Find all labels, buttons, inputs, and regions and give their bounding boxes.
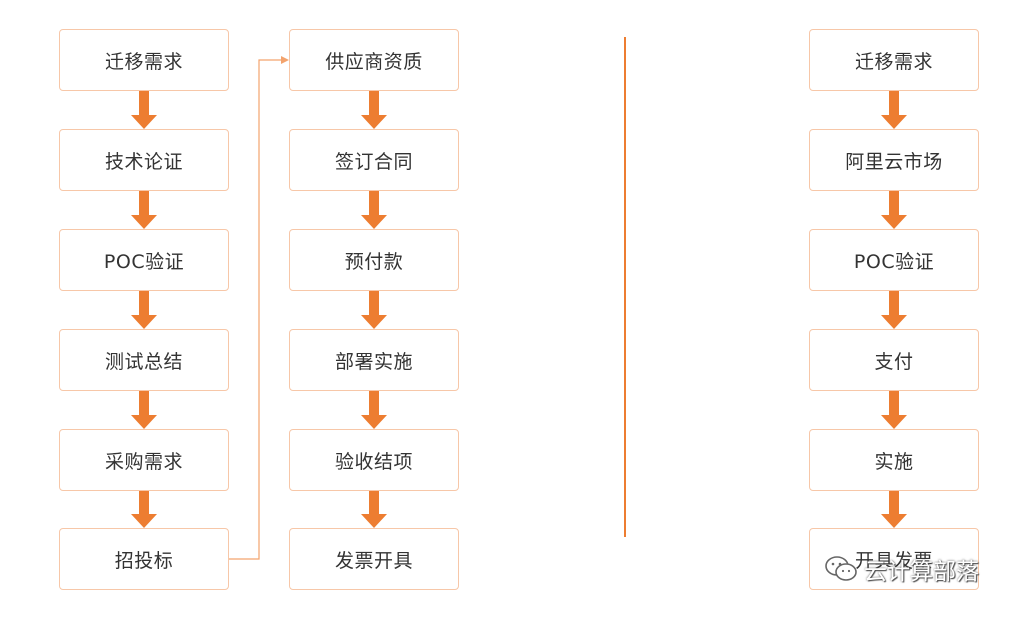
down-arrow-icon: [131, 91, 157, 129]
flow-step: 采购需求: [59, 429, 229, 491]
watermark-text: 云计算部落: [864, 559, 979, 585]
section-divider: [624, 37, 626, 537]
down-arrow-icon: [131, 291, 157, 329]
wechat-icon: [825, 556, 857, 581]
down-arrow-icon: [881, 291, 907, 329]
down-arrow-icon: [881, 391, 907, 429]
down-arrow-icon: [361, 291, 387, 329]
flow-step: 供应商资质: [289, 29, 459, 91]
flow-step: 验收结项: [289, 429, 459, 491]
down-arrow-icon: [881, 491, 907, 528]
down-arrow-icon: [131, 391, 157, 429]
flow-step: 测试总结: [59, 329, 229, 391]
flow-step: 签订合同: [289, 129, 459, 191]
flow-step: 支付: [809, 329, 979, 391]
flow-step: 技术论证: [59, 129, 229, 191]
down-arrow-icon: [361, 191, 387, 229]
flow-step: 实施: [809, 429, 979, 491]
down-arrow-icon: [361, 91, 387, 129]
flow-step: 预付款: [289, 229, 459, 291]
down-arrow-icon: [881, 91, 907, 129]
flow-step: 发票开具: [289, 528, 459, 590]
flow-step: 招投标: [59, 528, 229, 590]
flow-step: POC验证: [59, 229, 229, 291]
flow-step: 迁移需求: [809, 29, 979, 91]
flow-step: POC验证: [809, 229, 979, 291]
down-arrow-icon: [131, 191, 157, 229]
down-arrow-icon: [361, 491, 387, 528]
watermark: 云计算部落: [824, 552, 979, 586]
flow-step: 阿里云市场: [809, 129, 979, 191]
flow-step: 部署实施: [289, 329, 459, 391]
flow-step: 迁移需求: [59, 29, 229, 91]
down-arrow-icon: [881, 191, 907, 229]
flow-step: 开具发票: [809, 528, 979, 590]
down-arrow-icon: [131, 491, 157, 528]
down-arrow-icon: [361, 391, 387, 429]
